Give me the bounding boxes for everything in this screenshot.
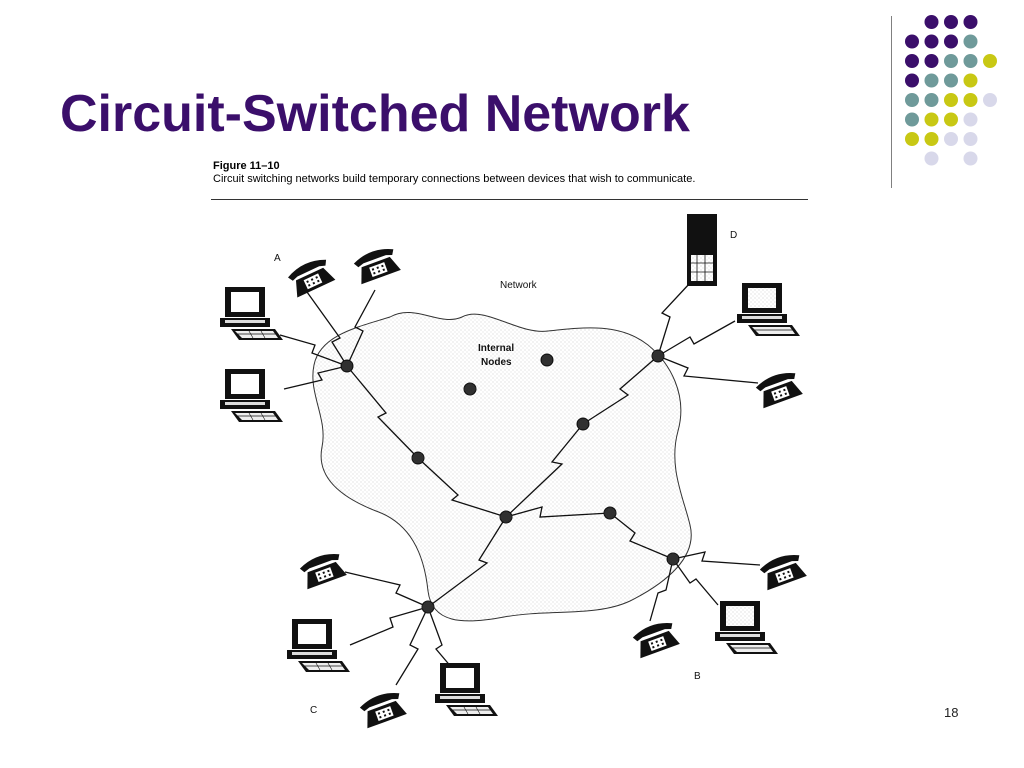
computer-icon: [714, 600, 779, 655]
figure-label: Figure 11–10: [213, 160, 280, 172]
cloud-label: Network: [500, 280, 538, 291]
decorative-dot: [924, 54, 939, 68]
decorative-dot: [944, 93, 958, 107]
network-cloud: [312, 312, 692, 622]
decorative-dot: [905, 93, 919, 107]
figure-caption: Figure 11–10 Circuit switching networks …: [213, 160, 695, 185]
link-c-phone: [344, 571, 429, 608]
link-e-node-b: [609, 512, 674, 560]
decorative-dot: [963, 93, 978, 107]
slide-title: Circuit-Switched Network: [60, 85, 690, 143]
decorative-dot: [963, 151, 978, 166]
link-center-c: [427, 516, 507, 608]
decorative-dot: [963, 132, 978, 146]
figure-caption-text: Circuit switching networks build tempora…: [213, 173, 696, 185]
telephone-icon: [352, 244, 401, 285]
decorative-vertical-rule: [891, 16, 892, 188]
server-icon: [687, 214, 717, 286]
decorative-dot: [983, 93, 997, 107]
internal-nodes-label-line2: Nodes: [481, 357, 512, 368]
decorative-dot: [944, 73, 958, 88]
link-a-computer2: [283, 365, 348, 390]
computer-icon: [286, 618, 351, 673]
computer-icon: [736, 282, 801, 337]
decorative-dot: [905, 54, 919, 68]
decorative-dot: [924, 132, 939, 146]
node-b: [666, 552, 680, 566]
decorative-dot: [905, 73, 919, 88]
device-label-c: C: [310, 705, 317, 716]
link-c-computer-lower: [427, 606, 459, 676]
internal-nodes-label-line1: Internal: [478, 343, 514, 354]
telephone-icon: [758, 550, 807, 591]
decorative-dot: [944, 112, 958, 127]
internal-node-4: [411, 451, 425, 465]
caption-rule: [211, 199, 808, 200]
decorative-dot: [905, 132, 919, 146]
internal-node-1: [540, 353, 554, 367]
link-b-phone-right: [672, 551, 761, 566]
link-d-phone: [657, 355, 759, 384]
switch-nodes: [340, 349, 680, 614]
decorative-dot: [944, 15, 958, 29]
computer-icon: [434, 662, 499, 717]
decorative-dot: [963, 54, 978, 68]
computer-icon: [219, 286, 284, 341]
decorative-dot: [963, 112, 978, 127]
decorative-dot: [944, 132, 958, 146]
link-a-phone2: [346, 289, 376, 367]
link-upper-center: [505, 423, 584, 518]
link-b-phone-lower: [649, 558, 674, 622]
decorative-dot: [924, 34, 939, 49]
link-nw-node-center: [417, 457, 507, 518]
decorative-dot: [944, 54, 958, 68]
device-label-d: D: [730, 230, 737, 241]
link-c-computer: [349, 606, 429, 646]
internal-node-5: [499, 510, 513, 524]
decorative-dot: [924, 151, 939, 166]
computer-icon: [219, 368, 284, 423]
telephone-icon: [754, 368, 803, 409]
link-ne-upper-node: [582, 355, 659, 425]
decorative-dot: [924, 112, 939, 127]
internal-node-3: [576, 417, 590, 431]
internal-node-6: [603, 506, 617, 520]
telephone-icon: [358, 688, 407, 729]
link-d-server: [657, 282, 691, 357]
device-label-a: A: [274, 253, 281, 264]
decorative-dot: [983, 54, 997, 68]
link-d-computer: [657, 320, 736, 357]
decorative-dot: [963, 73, 978, 88]
link-center-e-node: [505, 506, 611, 518]
link-a-computer1: [279, 334, 348, 367]
page-number: 18: [944, 705, 959, 720]
node-a: [340, 359, 354, 373]
decorative-dot: [905, 112, 919, 127]
telephone-icon: [631, 618, 680, 659]
telephone-icon: [298, 549, 347, 590]
node-c: [421, 600, 435, 614]
decorative-dot: [924, 15, 939, 29]
internal-node-2: [463, 382, 477, 396]
decorative-dot: [963, 15, 978, 29]
device-label-b: B: [694, 671, 701, 682]
node-d: [651, 349, 665, 363]
link-a-phone1: [306, 291, 348, 367]
decorative-dot: [924, 93, 939, 107]
link-b-computer: [672, 558, 719, 606]
decorative-dot: [944, 34, 958, 49]
decorative-dot-grid: [905, 15, 997, 166]
decorative-dot: [924, 73, 939, 88]
circuit-links: [279, 282, 761, 686]
decorative-dot: [963, 34, 978, 49]
link-c-phone-lower: [395, 606, 429, 686]
network-diagram: Network Internal Nodes: [219, 214, 807, 729]
decorative-dot: [905, 34, 919, 49]
telephone-icon: [285, 255, 336, 298]
link-a-nw-node: [346, 365, 419, 459]
